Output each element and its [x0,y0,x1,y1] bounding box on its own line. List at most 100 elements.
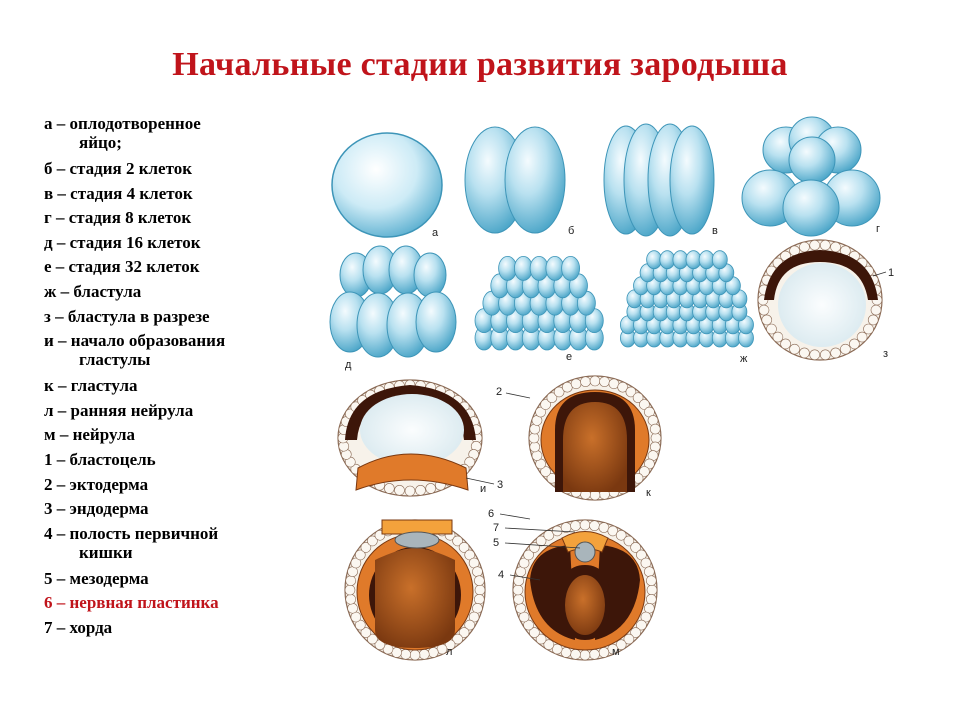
cell [615,529,627,541]
cell [570,520,581,532]
cell [515,602,527,614]
label-4: 4 [498,569,504,581]
cell [639,399,650,410]
stage-d-sixteen-cells: д [329,245,457,371]
cell [367,535,378,547]
legend-item-6: 6 – нервная пластинка [44,593,219,613]
cell [643,566,655,578]
label-3: 3 [497,479,503,491]
cell [354,549,366,561]
cell [647,415,659,426]
cell [529,423,541,435]
cell [623,535,635,547]
cell [830,241,841,253]
cell [512,584,524,596]
cell [711,250,728,270]
cell [645,593,657,605]
stage-i-gastrulation-start: 3 и [337,379,503,497]
legend-item-v: в – стадия 4 клеток [44,183,193,203]
cell [345,593,357,605]
cell [623,633,635,645]
stage-v-four-cells: в [603,123,718,237]
label-2: 2 [496,386,502,398]
cell [394,484,405,496]
stage-a-fertilized-egg: а [331,132,443,239]
label-g: г [876,223,880,235]
label-m: м [612,646,620,658]
label-a: а [432,227,439,239]
cell [799,241,810,253]
cell [809,239,821,251]
cell [400,648,412,660]
cell [644,458,655,470]
cell [649,441,661,453]
cell [630,542,641,553]
label-d: д [345,359,352,371]
cell [404,485,416,497]
cell [529,627,540,638]
cell [698,250,715,270]
cell [345,575,357,587]
label-i: и [480,483,486,495]
legend-text-cont: яйцо; [79,133,122,152]
cell [819,239,831,251]
cell [599,376,610,388]
cell [523,619,534,631]
cell [617,381,629,393]
cell [579,649,591,661]
cell [849,338,860,350]
cell [425,483,437,494]
cell [561,381,573,393]
label-z: з [883,348,888,360]
cell [561,255,580,281]
legend-text-cont: гластулы [79,350,151,370]
cell [531,450,543,461]
cell [560,647,572,658]
cell [589,375,601,387]
cell [458,627,470,638]
cell [367,633,378,645]
stage-z-blastula-section: 1 з [757,239,894,361]
cell [607,525,619,537]
stage-l-early-neurula: л [344,519,486,661]
cell [464,619,476,631]
cell [646,584,658,596]
legend-item-e: е – стадия 32 клеток [44,257,200,277]
cell [518,557,530,569]
cell [344,584,356,596]
label-zh: ж [740,353,748,365]
cell [649,423,661,435]
cell [464,549,476,561]
legend-item-zh: ж – бластула [44,281,142,301]
cell [473,593,485,605]
stage-e-thirty-two-cells [474,255,604,351]
cell [528,432,540,444]
legend-text: 4 – полость первичной [44,523,219,543]
legend-item-2: 2 – эктодерма [44,474,149,494]
cell [625,386,637,398]
cell [645,575,657,587]
cell [650,432,662,444]
legend-item-b: б – стадия 2 клеток [44,159,192,178]
cell [636,619,647,631]
cell [473,575,485,587]
cell [354,619,366,631]
cell [639,466,650,477]
cell [819,349,831,361]
cell [870,304,882,316]
cell [472,566,483,578]
cell [543,639,555,651]
cell [598,522,610,533]
legend-item-l: л – ранняя нейрула [44,400,194,420]
legend-item-m: м – нейрула [44,425,136,445]
cell [580,376,591,388]
legend-text: а – оплодотворенное [44,114,201,133]
legend-item-z: з – бластула в разрезе [44,306,210,326]
cell [418,648,430,660]
cell [350,557,362,569]
legend-item-a: а – оплодотворенное яйцо; [44,114,314,152]
legend-item-1: 1 – бластоцель [44,449,156,469]
cell [452,633,463,645]
cell [615,639,627,651]
stage-k-gastrula: 2 к [496,375,662,501]
